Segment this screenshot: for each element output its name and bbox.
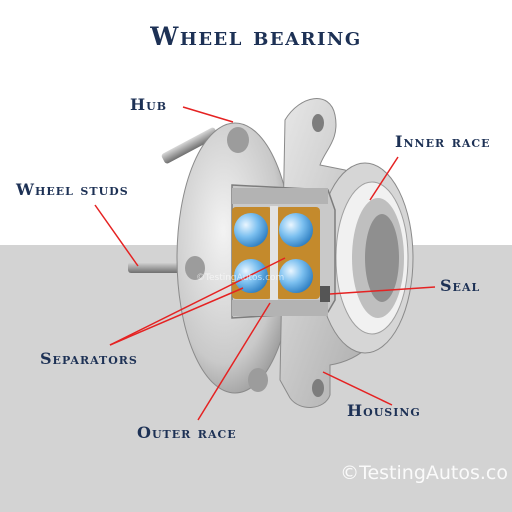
inner-race (316, 162, 414, 354)
pointer-inner-race (369, 156, 399, 201)
stud-hole (248, 368, 268, 392)
pointer-hub (182, 106, 234, 123)
pointer-seal (329, 286, 436, 295)
seal (320, 286, 330, 302)
label-separators: Separators (40, 349, 138, 368)
label-housing: Housing (347, 401, 421, 420)
pointer-lines (94, 106, 436, 421)
label-hub: Hub (130, 95, 168, 114)
pointer-separators-1 (109, 287, 244, 346)
watermark: ©TestingAutos.co (340, 462, 508, 484)
wheel-stud (128, 262, 188, 273)
stud-hole (185, 256, 205, 280)
bearing-ball (234, 259, 268, 293)
housing-bolt-hole (312, 379, 324, 397)
bearing-ball (279, 259, 313, 293)
label-inner-race: Inner race (395, 132, 491, 151)
wheel-stud (161, 127, 218, 164)
bearing-ball (279, 213, 313, 247)
diagram-title: Wheel bearing (150, 22, 362, 51)
label-seal: Seal (440, 276, 481, 295)
bearing-ball (234, 213, 268, 247)
pointer-outer-race (197, 302, 271, 421)
label-wheel-studs: Wheel studs (16, 180, 129, 199)
outer-race (232, 300, 328, 316)
watermark-small: ©TestingAutos.com (196, 273, 285, 283)
pointer-wheel-studs (94, 204, 139, 267)
stud-hole (227, 127, 249, 153)
outer-race (232, 188, 328, 204)
spacer (270, 206, 278, 300)
cutaway-section (231, 184, 336, 319)
housing-bolt-hole (312, 114, 324, 132)
pointer-housing (322, 371, 393, 406)
pointer-separators-2 (109, 257, 286, 346)
label-outer-race: Outer race (137, 423, 237, 442)
